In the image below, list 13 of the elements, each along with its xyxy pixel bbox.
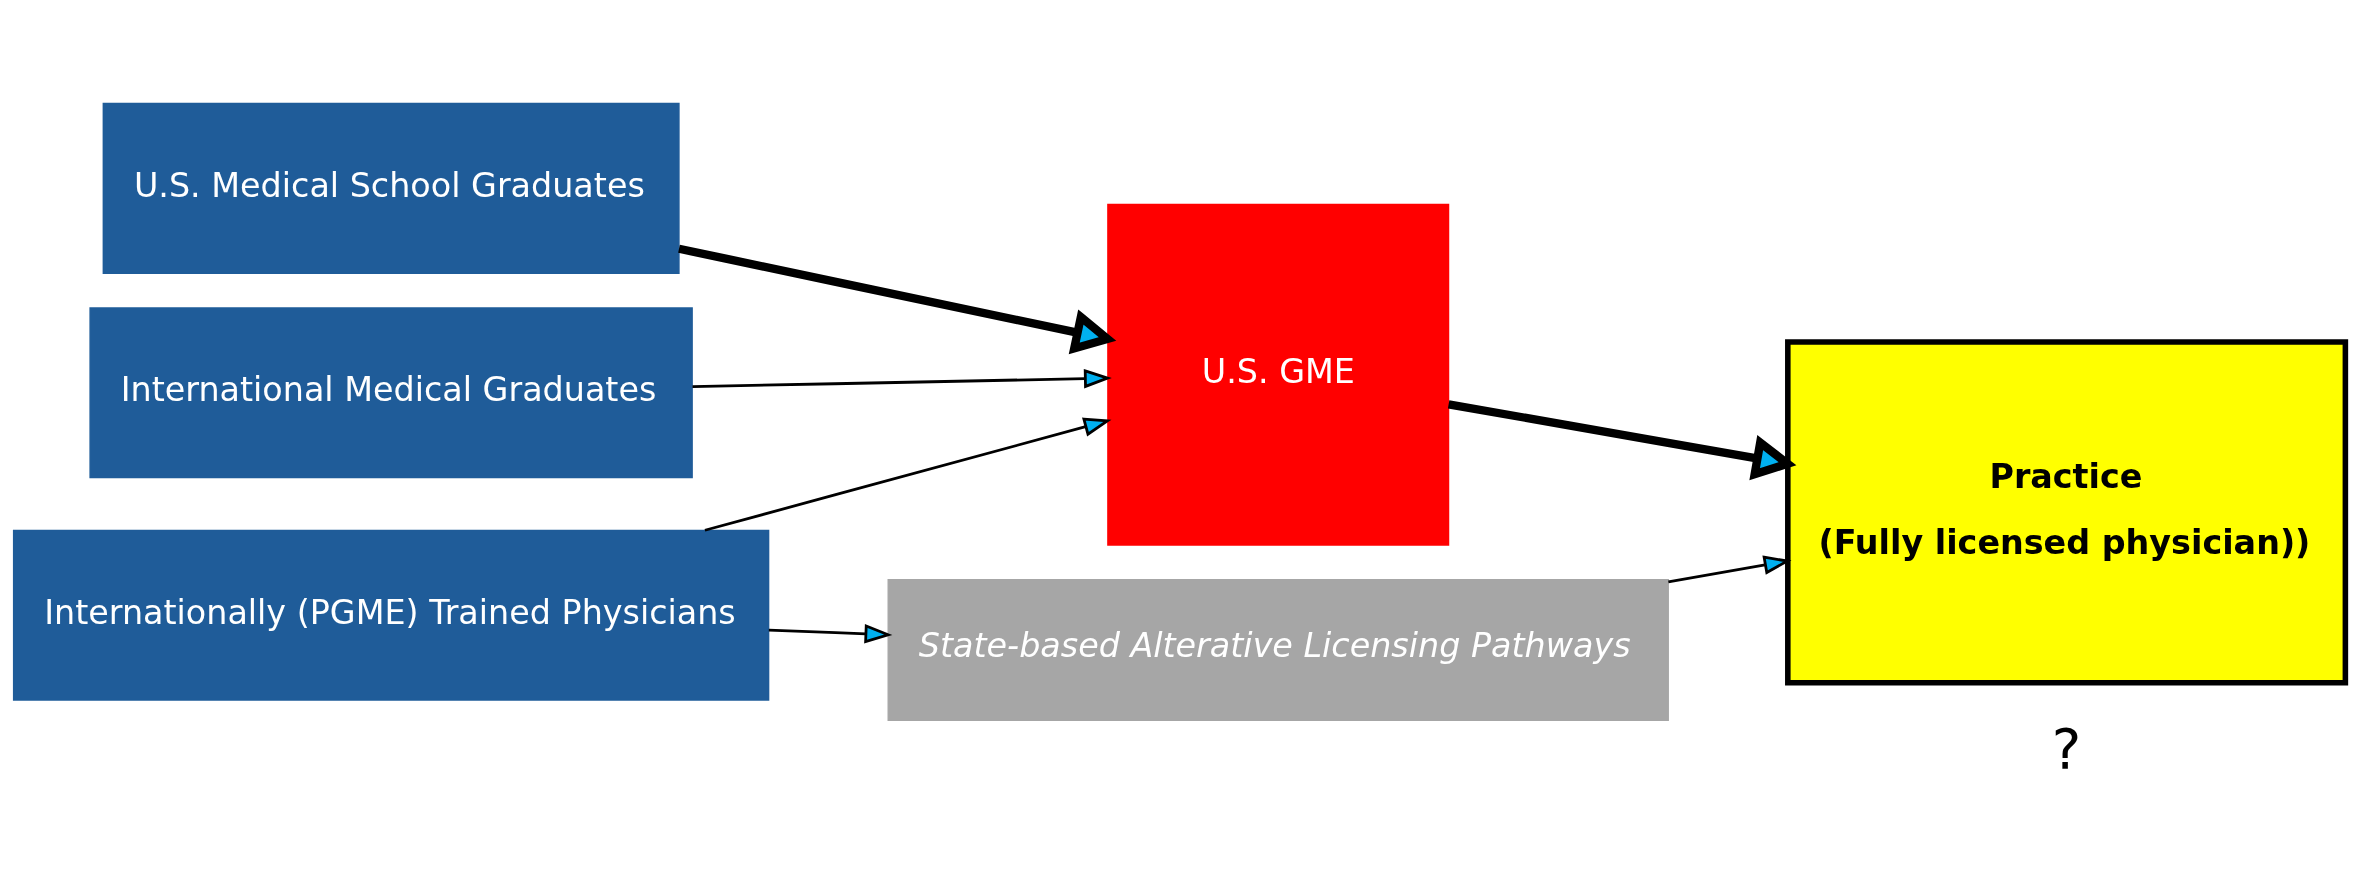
- node-box: Practice (Fully licensed physician)): [1785, 339, 2349, 686]
- node-box: State-based Alterative Licensing Pathways: [887, 579, 1669, 721]
- node-box: U.S. Medical School Graduates: [102, 102, 680, 274]
- arrow: [1668, 555, 1792, 584]
- label: ?: [2051, 716, 2082, 782]
- node-box: U.S. GME: [1107, 203, 1450, 546]
- arrow: [768, 624, 893, 644]
- arrow: [678, 244, 1117, 355]
- node-box: International Medical Graduates: [89, 307, 693, 479]
- arrow: [692, 368, 1112, 389]
- node-box: Internationally (PGME) Trained Physicians: [12, 529, 770, 701]
- arrow: [704, 417, 1112, 532]
- arrow: [1447, 400, 1797, 481]
